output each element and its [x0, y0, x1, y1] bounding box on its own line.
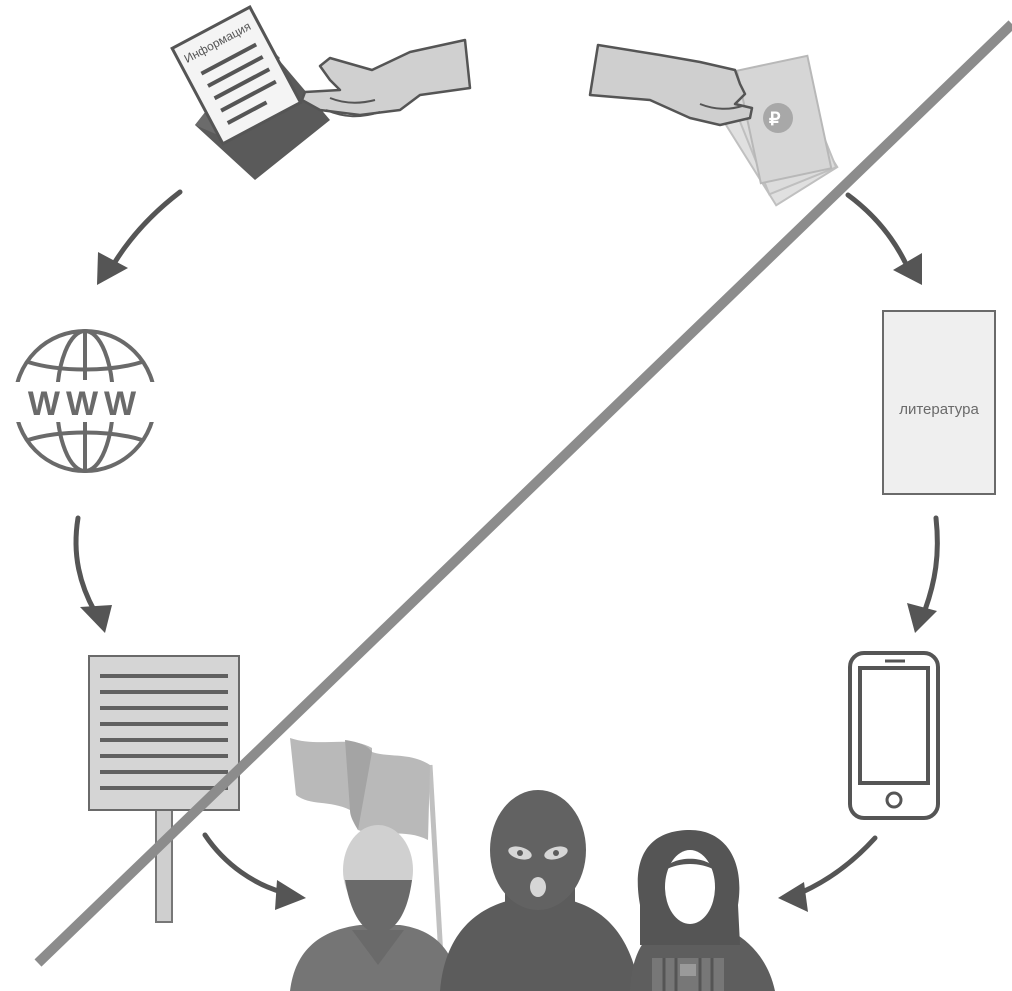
arrow-phone-to-people	[797, 835, 878, 896]
arrow-globe-to-board	[73, 515, 98, 615]
arrow-book-to-phone	[922, 515, 940, 613]
prohibition-slash	[34, 20, 1012, 967]
masked-man-icon	[290, 825, 460, 991]
hand-icon	[300, 38, 472, 118]
book-title: литература	[899, 401, 979, 418]
notice-board-icon	[88, 655, 240, 923]
arrow-envelope-to-globe	[112, 189, 183, 265]
balaclava-man-icon	[440, 790, 640, 991]
arrow-heads	[80, 252, 937, 912]
svg-text:₽: ₽	[769, 109, 781, 129]
book-icon: литература	[882, 310, 996, 495]
hand-icon	[588, 43, 754, 127]
banknotes-icon: ₽	[713, 54, 839, 207]
flow-arrows	[73, 189, 940, 896]
smartphone-icon	[848, 651, 940, 820]
money-hand-group: ₽	[588, 43, 839, 207]
envelope-icon: Информация	[170, 5, 330, 180]
globe-www-icon: WWW	[8, 329, 162, 473]
explosive-belt-icon	[652, 958, 724, 991]
www-label: WWW	[28, 385, 142, 423]
people-group	[290, 738, 775, 991]
arrow-board-to-people	[202, 832, 288, 896]
information-envelope-group: Информация	[170, 5, 472, 180]
arrow-money-to-book	[845, 192, 908, 265]
flag-icon	[290, 738, 445, 976]
